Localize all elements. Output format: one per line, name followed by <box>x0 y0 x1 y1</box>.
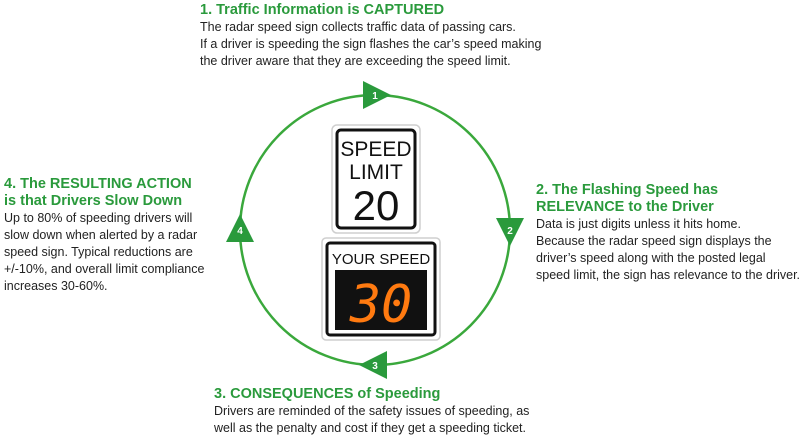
speed-limit-sign: SPEED LIMIT 20 <box>331 124 421 234</box>
svg-text:1: 1 <box>372 91 378 102</box>
step-4: 4. The RESULTING ACTION is that Drivers … <box>4 176 232 295</box>
step-1-marker: 1 <box>363 81 391 109</box>
step-3-body: Drivers are reminded of the safety issue… <box>214 404 530 435</box>
step-4-marker: 4 <box>226 214 254 242</box>
speed-limit-line1: SPEED <box>340 138 411 161</box>
speed-limit-value: 20 <box>353 182 400 229</box>
step-3-marker: 3 <box>359 351 387 379</box>
svg-text:3: 3 <box>372 361 378 372</box>
step-4-title: 4. The RESULTING ACTION is that Drivers … <box>4 176 192 209</box>
step-2-body: Data is just digits unless it hits home.… <box>536 217 801 282</box>
step-1: 1. Traffic Information is CAPTURED The r… <box>200 2 580 70</box>
radar-speed-display: YOUR SPEED 30 <box>321 237 441 341</box>
led-speed-value: 30 <box>349 275 413 335</box>
step-4-body: Up to 80% of speeding drivers will slow … <box>4 211 205 293</box>
svg-text:4: 4 <box>237 226 243 237</box>
your-speed-label: YOUR SPEED <box>332 251 431 268</box>
step-3-title: 3. CONSEQUENCES of Speeding <box>214 386 441 402</box>
step-2-marker: 2 <box>496 218 524 246</box>
step-1-title: 1. Traffic Information is CAPTURED <box>200 2 445 18</box>
step-2: 2. The Flashing Speed has RELEVANCE to t… <box>536 182 808 284</box>
step-1-body: The radar speed sign collects traffic da… <box>200 20 542 68</box>
step-3: 3. CONSEQUENCES of Speeding Drivers are … <box>214 386 594 437</box>
led-panel <box>335 270 427 330</box>
step-2-title: 2. The Flashing Speed has RELEVANCE to t… <box>536 182 719 215</box>
speed-limit-line2: LIMIT <box>349 161 403 184</box>
svg-text:2: 2 <box>507 226 513 237</box>
